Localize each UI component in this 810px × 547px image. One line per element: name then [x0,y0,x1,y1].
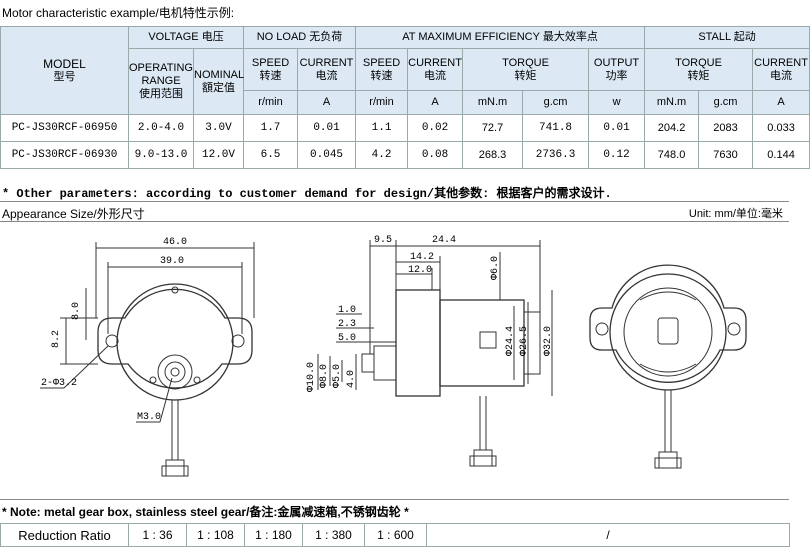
unit-cell: g.cm [698,90,754,115]
value-cell: 0.02 [407,114,464,142]
value-cell: 4.2 [355,141,409,169]
table-row: PC-JS30RCF-06950 2.0-4.0 3.0V 1.7 0.01 1… [0,114,810,142]
dim-24-4: 24.4 [432,235,456,246]
dim-9-5: 9.5 [374,235,392,246]
dim-phi10: Φ10.0 [306,362,317,392]
value-cell: 7630 [698,141,754,169]
side-view [317,240,553,467]
gear-note: * Note: metal gear box, stainless steel … [2,505,409,519]
value-cell: 6.5 [243,141,299,169]
value-cell: 2083 [698,114,754,142]
unit-cell: r/min [243,90,299,115]
dim-2-3: 2.3 [338,319,356,330]
ratio-cell: / [426,523,790,547]
dim-8-2: 8.2 [51,330,62,348]
nominal-cell: 12.0V [192,141,245,169]
value-cell: 268.3 [462,141,524,169]
front-view [40,242,255,477]
unit-cell: g.cm [522,90,590,115]
value-cell: 0.12 [588,141,646,169]
reduction-ratio-table: Reduction Ratio 1 : 36 1 : 108 1 : 180 1… [0,523,790,547]
divider [0,221,789,222]
ratio-cell: 1 : 600 [364,523,427,547]
rear-view [589,264,747,469]
dim-m3: M3.0 [137,412,161,423]
ratio-cell: 1 : 180 [244,523,303,547]
value-cell: 741.8 [522,114,590,142]
dim-phi26-5: Φ26.5 [519,326,530,356]
table-row: Reduction Ratio 1 : 36 1 : 108 1 : 180 1… [0,523,790,547]
dim-14-2: 14.2 [410,252,434,263]
ratio-cell: 1 : 108 [186,523,245,547]
unit-cell: A [752,90,810,115]
dim-phi32: Φ32.0 [543,326,554,356]
appearance-size-label: Appearance Size/外形尺寸 [2,207,145,221]
unit-cell: r/min [355,90,409,115]
unit-cell: w [588,90,646,115]
page-title: Motor characteristic example/电机特性示例: [2,6,235,20]
unit-cell: A [407,90,464,115]
dim-39: 39.0 [160,256,184,267]
ratio-cell: 1 : 36 [128,523,187,547]
max-efficiency-group-header: AT MAXIMUM EFFICIENCY 最大效率点 [355,26,646,49]
value-cell: 0.045 [297,141,357,169]
value-cell: 72.7 [462,114,524,142]
value-cell: 1.7 [243,114,299,142]
dim-12: 12.0 [408,265,432,276]
dim-phi8: Φ8.0 [319,364,330,388]
model-cell: PC-JS30RCF-06950 [0,114,129,142]
value-cell: 0.08 [407,141,464,169]
range-cell: 2.0-4.0 [128,114,194,142]
dim-8-0: 8.0 [71,302,82,320]
dim-4-0: 4.0 [346,370,357,388]
value-cell: 0.01 [297,114,357,142]
dim-46: 46.0 [163,237,187,248]
unit-cell: A [297,90,357,115]
divider [0,201,789,202]
unit-cell: mN.m [644,90,700,115]
unit-cell: mN.m [462,90,524,115]
stall-group-header: STALL 起动 [644,26,810,49]
unit-label: Unit: mm/单位:毫米 [688,208,783,220]
value-cell: 0.01 [588,114,646,142]
other-parameters-note: * Other parameters: according to custome… [2,187,612,201]
value-cell: 0.144 [752,141,810,169]
value-cell: 2736.3 [522,141,590,169]
motor-dimension-drawing: 46.0 39.0 8.0 8.2 2-Φ3.2 M3.0 [40,235,747,477]
value-cell: 1.1 [355,114,409,142]
dim-phi24-4: Φ24.4 [505,326,516,356]
dim-hole: 2-Φ3.2 [41,378,77,389]
nominal-cell: 3.0V [192,114,245,142]
no-load-group-header: NO LOAD 无负荷 [243,26,357,49]
motor-spec-table: MODEL 型号 VOLTAGE 电压 NO LOAD 无负荷 AT MAXIM… [0,26,810,169]
table-row: PC-JS30RCF-06930 9.0-13.0 12.0V 6.5 0.04… [0,141,810,169]
model-header: MODEL 型号 [0,26,129,115]
divider [0,499,789,500]
value-cell: 204.2 [644,114,700,142]
dim-5-0: 5.0 [338,333,356,344]
model-cell: PC-JS30RCF-06930 [0,141,129,169]
reduction-ratio-label: Reduction Ratio [0,523,129,547]
value-cell: 748.0 [644,141,700,169]
voltage-group-header: VOLTAGE 电压 [127,26,245,49]
dim-1-0: 1.0 [338,305,356,316]
range-cell: 9.0-13.0 [128,141,194,169]
value-cell: 0.033 [752,114,810,142]
dim-phi5: Φ5.0 [332,364,343,388]
ratio-cell: 1 : 380 [302,523,365,547]
dim-phi6: Φ6.0 [490,256,501,280]
